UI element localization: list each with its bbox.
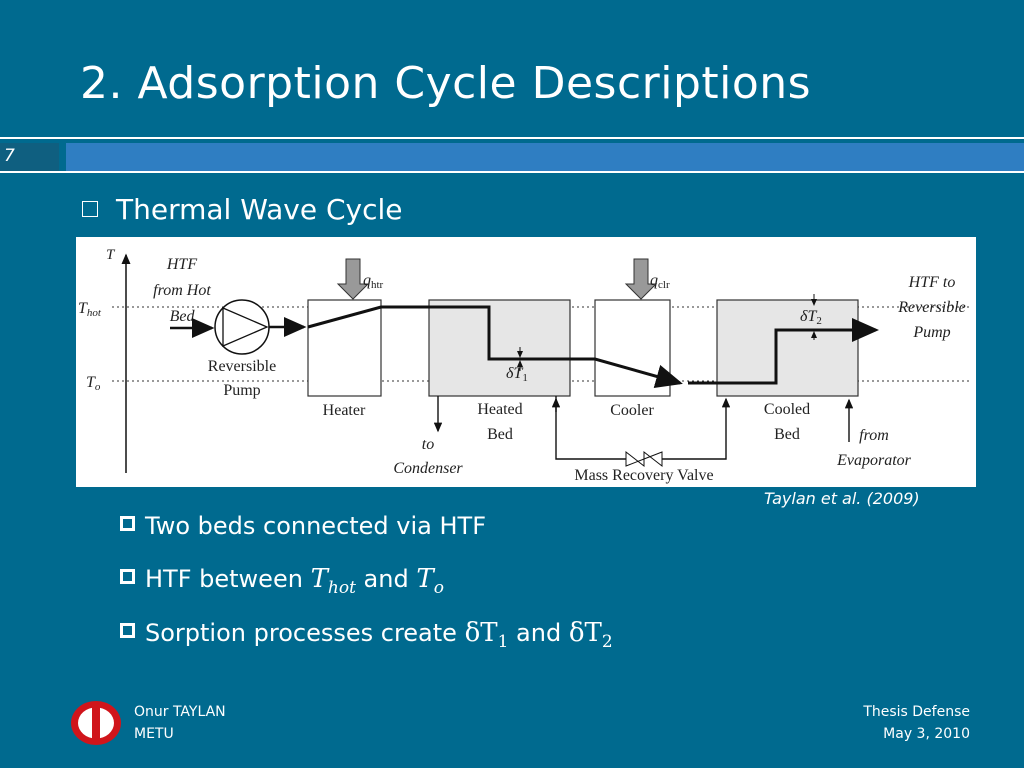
accent-rule xyxy=(0,171,1024,173)
htf-from-hot-bed-line1: HTF xyxy=(166,256,197,273)
heading-text: Thermal Wave Cycle xyxy=(116,193,403,226)
metu-logo-icon xyxy=(71,701,121,745)
thermal-wave-cycle-diagram: T Thot To HTF from Hot Bed Reversible Pu… xyxy=(76,237,976,487)
bullet-text: and xyxy=(508,619,569,647)
heated-bed-line2: Bed xyxy=(487,426,513,443)
bullet-item: Sorption processes create δT1 and δT2 xyxy=(120,618,613,652)
footer-date: May 3, 2010 xyxy=(883,726,970,742)
bullet-item: Two beds connected via HTF xyxy=(120,512,486,540)
t-hot-symbol: Thot xyxy=(310,564,356,599)
q-htr-label: qhtr xyxy=(363,272,384,291)
cooler-label: Cooler xyxy=(610,402,654,419)
accent-bar xyxy=(66,143,1024,171)
reversible-pump-line1: Reversible xyxy=(208,358,276,375)
cooled-bed-line2: Bed xyxy=(774,426,800,443)
bullet-text: HTF between xyxy=(145,565,311,593)
footer-author: Onur TAYLAN xyxy=(134,704,226,720)
slide-number: 7 xyxy=(4,146,15,166)
htf-from-hot-bed-line3: Bed xyxy=(170,308,196,325)
to-condenser-line2: Condenser xyxy=(393,460,463,477)
delta-t2-symbol: δT2 xyxy=(568,618,613,653)
from-evaporator-line2: Evaporator xyxy=(836,452,912,469)
t-o-label: To xyxy=(86,374,101,393)
reversible-pump-line2: Pump xyxy=(223,382,260,399)
bullet-item: HTF between Thot and To xyxy=(120,564,444,598)
footer-event-block: Thesis Defense May 3, 2010 xyxy=(863,701,970,745)
slide-number-box xyxy=(0,143,59,171)
bullet-text: Sorption processes create xyxy=(145,619,465,647)
cooled-bed-box xyxy=(716,299,859,397)
heater-box xyxy=(307,299,382,397)
htf-to-pump-line3: Pump xyxy=(912,324,950,341)
delta-t1-symbol: δT1 xyxy=(464,618,509,653)
htf-to-pump-line2: Reversible xyxy=(897,299,966,316)
footer-event: Thesis Defense xyxy=(863,704,970,720)
footer-author-block: Onur TAYLAN METU xyxy=(134,701,226,745)
cooled-bed-line1: Cooled xyxy=(764,401,810,418)
heated-bed-line1: Heated xyxy=(477,401,522,418)
footer-institution: METU xyxy=(134,726,174,742)
delta-t1-label: δT1 xyxy=(506,365,528,384)
htf-to-pump-line1: HTF to xyxy=(908,274,956,291)
square-bullet-icon xyxy=(120,623,135,638)
cooler-box xyxy=(594,299,671,397)
q-clr-label: qclr xyxy=(650,272,670,291)
square-bullet-icon xyxy=(120,516,135,531)
temperature-profile-b xyxy=(688,318,879,385)
to-condenser-line1: to xyxy=(422,436,434,453)
heater-label: Heater xyxy=(323,402,366,419)
figure-citation: Taylan et al. (2009) xyxy=(764,489,920,508)
from-evaporator-line1: from xyxy=(859,427,889,444)
bullet-text: Two beds connected via HTF xyxy=(145,512,487,540)
htf-from-hot-bed-line2: from Hot xyxy=(153,282,211,299)
bullet-text: and xyxy=(355,565,417,593)
mass-recovery-valve-label: Mass Recovery Valve xyxy=(574,467,713,484)
bullet-heading: Thermal Wave Cycle xyxy=(82,193,402,226)
temperature-profile-a xyxy=(307,305,683,389)
slide-title: 2. Adsorption Cycle Descriptions xyxy=(80,58,812,109)
title-rule xyxy=(0,137,1024,139)
t-o-symbol: To xyxy=(416,564,444,599)
t-hot-label: Thot xyxy=(78,300,102,319)
hollow-square-bullet-icon xyxy=(82,201,98,217)
t-axis-label: T xyxy=(106,247,116,263)
delta-t2-label: δT2 xyxy=(800,308,822,327)
square-bullet-icon xyxy=(120,569,135,584)
heated-bed-box xyxy=(428,299,571,397)
